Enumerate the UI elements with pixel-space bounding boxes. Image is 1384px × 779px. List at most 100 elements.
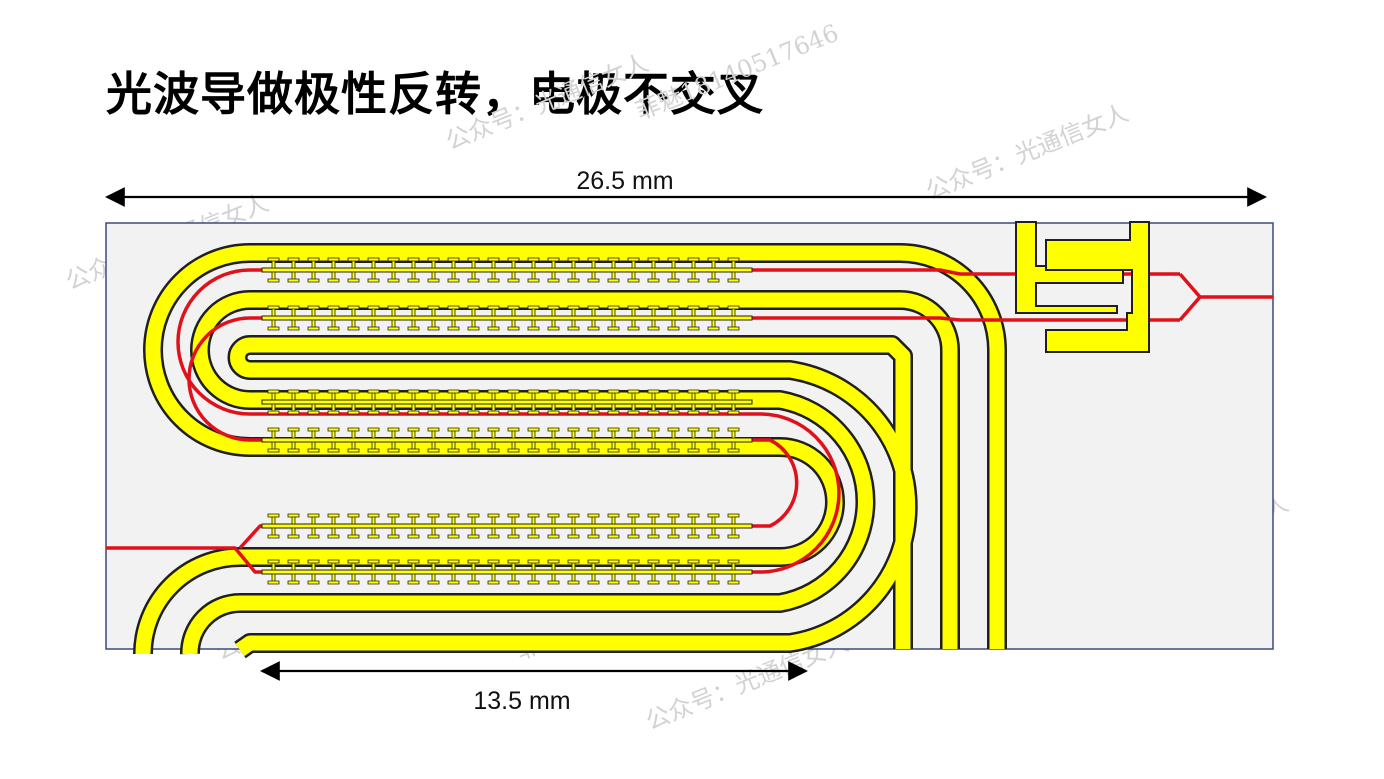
comb-segment [507, 513, 520, 525]
comb-segment [607, 441, 620, 453]
comb-segment [627, 257, 640, 269]
comb-segment [727, 573, 740, 585]
comb-segment [267, 257, 280, 269]
comb-segment [527, 441, 540, 453]
comb-segment [727, 403, 740, 415]
comb-segment [627, 527, 640, 539]
comb-segment [267, 305, 280, 317]
comb-segment [367, 559, 380, 571]
comb-segment [507, 257, 520, 269]
comb-segment [627, 389, 640, 401]
watermark-text: 菲魅18140517646 [632, 19, 843, 126]
comb-segment [407, 319, 420, 331]
comb-segment [507, 271, 520, 283]
comb-segment [447, 257, 460, 269]
comb-segment [587, 257, 600, 269]
comb-segment [447, 271, 460, 283]
comb-segment [727, 559, 740, 571]
comb-row [261, 257, 753, 283]
comb-segment [567, 427, 580, 439]
comb-segment [347, 441, 360, 453]
comb-segment [287, 389, 300, 401]
comb-segment [727, 271, 740, 283]
comb-segment [627, 573, 640, 585]
comb-segment [367, 271, 380, 283]
comb-segment [607, 559, 620, 571]
comb-segment [327, 573, 340, 585]
waveguide-upper-arm [106, 268, 1180, 574]
comb-segment [527, 319, 540, 331]
comb-rail [261, 399, 753, 405]
electrode-inner-serpentine-fill [230, 337, 916, 657]
comb-segment [567, 403, 580, 415]
comb-segment [407, 271, 420, 283]
comb-segment [547, 573, 560, 585]
comb-segment [427, 573, 440, 585]
comb-segment [587, 573, 600, 585]
comb-segment [527, 403, 540, 415]
comb-segment [527, 305, 540, 317]
comb-segment [707, 389, 720, 401]
comb-segment [467, 513, 480, 525]
comb-segment [687, 305, 700, 317]
comb-segment [267, 403, 280, 415]
comb-segment [447, 527, 460, 539]
comb-segment [287, 319, 300, 331]
comb-segment [567, 441, 580, 453]
comb-segment [647, 271, 660, 283]
comb-segment [367, 573, 380, 585]
comb-segment [727, 389, 740, 401]
comb-segment [407, 527, 420, 539]
comb-segment [707, 271, 720, 283]
comb-segment [547, 257, 560, 269]
comb-segment [627, 271, 640, 283]
comb-segment [487, 319, 500, 331]
comb-segment [487, 427, 500, 439]
comb-segment [267, 559, 280, 571]
comb-segment [507, 305, 520, 317]
comb-segment [567, 389, 580, 401]
comb-rail [261, 315, 753, 321]
comb-segment [487, 403, 500, 415]
comb-segment [607, 427, 620, 439]
comb-segment [387, 305, 400, 317]
comb-segment [367, 441, 380, 453]
comb-segment [327, 319, 340, 331]
comb-segment [367, 257, 380, 269]
comb-segment [447, 319, 460, 331]
comb-segment [507, 403, 520, 415]
comb-segment [707, 527, 720, 539]
comb-segment [407, 305, 420, 317]
comb-segment [387, 441, 400, 453]
comb-segment [587, 559, 600, 571]
comb-rail [261, 267, 753, 273]
comb-segment [487, 271, 500, 283]
comb-segment [307, 403, 320, 415]
comb-segment [627, 441, 640, 453]
comb-segment [667, 559, 680, 571]
comb-segment [707, 305, 720, 317]
dimension-label-total: 26.5 mm [576, 167, 673, 195]
bias-pad-right [1045, 221, 1150, 353]
comb-segment [327, 427, 340, 439]
comb-segment [667, 305, 680, 317]
comb-segment [567, 573, 580, 585]
comb-segment [687, 527, 700, 539]
comb-segment [387, 527, 400, 539]
comb-segment [487, 513, 500, 525]
comb-segment [487, 441, 500, 453]
comb-segment [287, 513, 300, 525]
waveguide-group [106, 268, 1273, 574]
comb-segment [347, 389, 360, 401]
comb-segment [567, 257, 580, 269]
comb-segment [647, 305, 660, 317]
comb-segment [427, 441, 440, 453]
comb-segment [547, 527, 560, 539]
electrode-middle-serpentine-fill [182, 292, 958, 655]
comb-segment [667, 319, 680, 331]
comb-segment [387, 389, 400, 401]
comb-row [261, 305, 753, 331]
comb-segment [467, 559, 480, 571]
comb-segment [587, 513, 600, 525]
comb-segment [547, 319, 560, 331]
